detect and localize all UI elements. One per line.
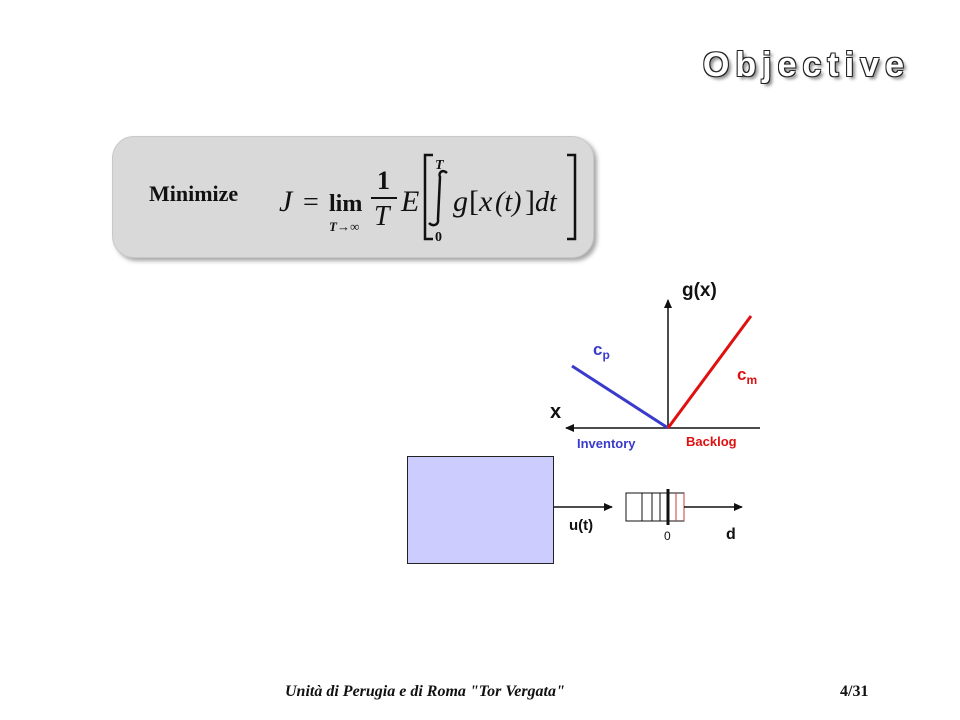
inventory-slope-subscript: p — [602, 348, 609, 362]
buffer-queue — [625, 492, 685, 522]
backlog-slope-label: cm — [737, 365, 757, 387]
backlog-cost-line — [666, 315, 753, 429]
integral-sign — [428, 169, 448, 227]
y-axis-label: g(x) — [682, 280, 717, 301]
footer-text: Unità di Perugia e di Roma "Tor Vergata" — [285, 683, 565, 700]
slide-title: Objective — [702, 46, 910, 84]
integrand-open-bracket: [ — [469, 185, 479, 218]
input-label: u(t) — [569, 517, 593, 534]
formula-lim-subscript: T→∞ — [329, 219, 359, 234]
formula-J: J — [279, 185, 294, 218]
backlog-slope-c: c — [737, 365, 746, 384]
machine-box — [407, 456, 554, 564]
inventory-cost-line — [571, 364, 669, 430]
inventory-slope-label: cp — [593, 340, 610, 362]
formula-lim: lim — [329, 191, 362, 217]
formula-expectation: E — [400, 185, 419, 218]
formula-fraction-numerator: 1 — [377, 166, 390, 195]
left-bracket — [423, 153, 433, 241]
integrand-close-bracket: ] — [525, 185, 535, 218]
integrand-g: g — [453, 185, 468, 218]
buffer-zero-label: 0 — [664, 529, 671, 543]
formula-equals: = — [303, 187, 319, 218]
demand-label: d — [726, 526, 736, 543]
inventory-region-label: Inventory — [577, 436, 636, 451]
integral-upper-limit: T — [435, 158, 445, 173]
backlog-region-label: Backlog — [686, 434, 737, 449]
x-axis-label: x — [550, 401, 561, 423]
backlog-slope-subscript: m — [746, 373, 757, 387]
integrand-dt: dt — [535, 187, 558, 218]
minimize-label: Minimize — [149, 181, 239, 206]
formula-fraction-denominator: T — [374, 201, 392, 232]
integrand-x: x — [478, 185, 493, 218]
integral-lower-limit: 0 — [435, 230, 442, 245]
objective-formula: J = lim T→∞ 1 T E T 0 g [ x (t) ] dt — [279, 153, 577, 245]
page-number: 4/31 — [840, 683, 869, 700]
integrand-t: (t) — [495, 187, 521, 218]
formula-box: Minimize J = lim T→∞ 1 T E T 0 g [ x (t)… — [112, 136, 594, 258]
right-bracket — [567, 153, 577, 241]
inventory-slope-c: c — [593, 340, 602, 359]
